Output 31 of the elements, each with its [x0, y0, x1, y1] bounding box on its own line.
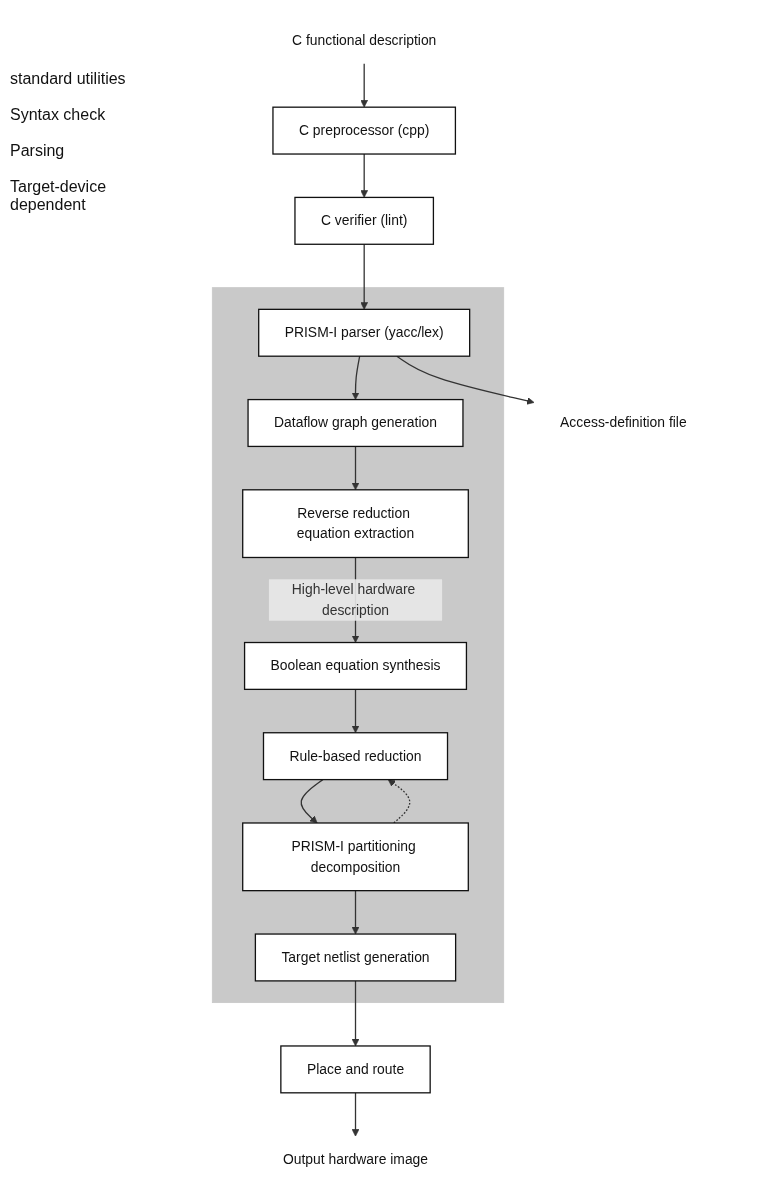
node-text: C functional description: [292, 32, 437, 48]
node-box: PRISM-I partitioning decomposition: [242, 822, 469, 892]
node-box: Reverse reduction equation extraction: [242, 489, 469, 559]
arrow: [387, 779, 411, 824]
arrow: [351, 1092, 360, 1137]
node-box: C verifier (lint): [294, 196, 435, 245]
arrow: [351, 445, 360, 491]
bracket-label: standard utilities: [10, 70, 127, 88]
bracket-label: Syntax check: [10, 106, 107, 124]
node-box: PRISM-I parser (yacc/lex): [258, 308, 471, 357]
node-box: Boolean equation synthesis: [243, 641, 468, 690]
arrow: [351, 980, 360, 1047]
cluster: [211, 287, 505, 1004]
node-text: Access-definition file: [560, 415, 687, 430]
arrow: [300, 778, 324, 824]
bracket-label: Target-device dependent: [10, 178, 108, 214]
arrow: [360, 153, 368, 198]
arrow: [351, 688, 360, 734]
bracket-label: Parsing: [10, 142, 66, 160]
node-box: Target netlist generation: [254, 933, 457, 982]
node-box: Rule-based reduction: [262, 732, 449, 781]
edge-label: High-level hardware description: [291, 581, 416, 618]
arrow: [351, 890, 360, 935]
node-box: C preprocessor (cpp): [272, 106, 457, 155]
arrow: [351, 355, 361, 400]
arrow: [360, 243, 368, 310]
node-box: Place and route: [280, 1045, 431, 1094]
arrow: [360, 63, 368, 108]
node-box: Dataflow graph generation: [247, 398, 464, 448]
arrow: [396, 355, 535, 405]
node-text: Output hardware image: [282, 1151, 429, 1167]
